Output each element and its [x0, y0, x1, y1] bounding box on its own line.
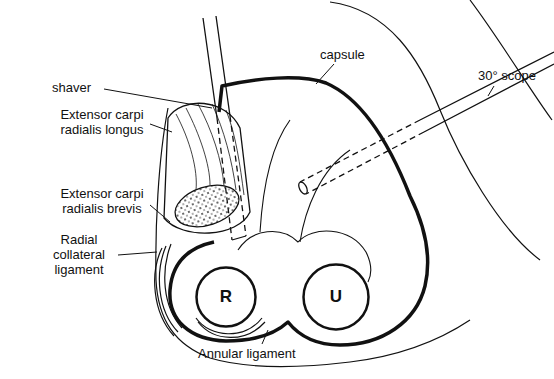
muscle-label: Extensor carpi radialis longus — [50, 107, 154, 137]
bone-section: R — [195, 266, 257, 328]
ligament-label: Radial collateral ligament — [40, 232, 118, 277]
capsule-outline — [170, 78, 428, 345]
bone-letter: R — [195, 266, 257, 328]
part-label: capsule — [320, 47, 390, 62]
muscle-label: Extensor carpi radialis brevis — [50, 186, 154, 216]
bone-section: U — [302, 263, 370, 331]
arthroscope — [297, 52, 554, 195]
instrument-label: shaver — [52, 80, 112, 95]
leader-lines — [104, 64, 494, 344]
instrument-label: 30° scope — [478, 68, 552, 83]
skin-outline — [156, 0, 552, 367]
shaver-instrument — [203, 16, 246, 240]
bone-outline — [238, 120, 371, 282]
bone-letter: U — [302, 263, 370, 331]
ligament-label: Annular ligament — [198, 346, 338, 361]
